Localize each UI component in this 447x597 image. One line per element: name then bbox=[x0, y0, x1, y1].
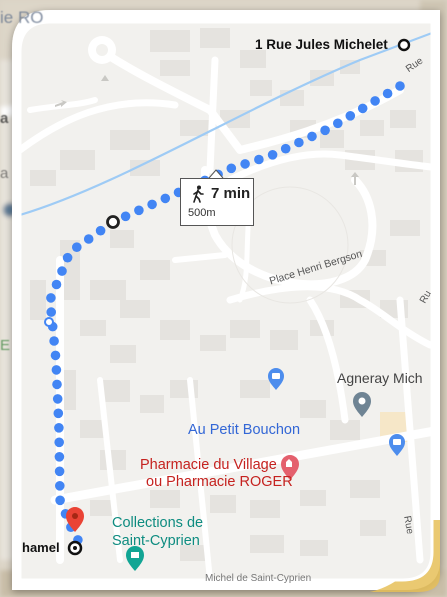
route-dot bbox=[72, 242, 82, 252]
route-dot bbox=[134, 205, 144, 216]
route-dot bbox=[49, 336, 59, 346]
map-inner-rim bbox=[18, 20, 434, 582]
place-label-pharmacie-line2[interactable]: ou Pharmacie ROGER bbox=[146, 474, 293, 490]
origin-label: 1 Rue Jules Michelet bbox=[255, 37, 388, 52]
route-dot bbox=[345, 111, 356, 121]
destination-label: hamel bbox=[22, 540, 60, 555]
route-dot bbox=[226, 163, 237, 174]
route-dot bbox=[50, 350, 61, 361]
route-dot bbox=[46, 307, 56, 317]
route-dot bbox=[46, 293, 56, 303]
route-distance: 500m bbox=[188, 207, 216, 219]
route-time-callout[interactable]: 7 min 500m bbox=[180, 178, 254, 226]
route-dot bbox=[382, 88, 393, 99]
route-dot bbox=[57, 266, 67, 276]
route-node-marker bbox=[44, 317, 54, 327]
roundabout-center bbox=[96, 44, 108, 56]
route-dot bbox=[294, 137, 304, 148]
route-dot bbox=[160, 193, 171, 204]
route-dot bbox=[55, 481, 65, 491]
background-ghost-text: a bbox=[0, 165, 9, 182]
place-circle bbox=[231, 186, 349, 304]
place-label-collections-line2[interactable]: Saint-Cyprien bbox=[112, 533, 200, 549]
route-dot bbox=[51, 279, 62, 290]
shopping-bag-icon bbox=[389, 434, 405, 456]
pharmacy-icon bbox=[281, 455, 299, 480]
route-dot bbox=[240, 159, 250, 169]
location-marker-icon bbox=[353, 392, 371, 417]
route-dot bbox=[95, 225, 106, 236]
place-label-au-petit-bouchon[interactable]: Au Petit Bouchon bbox=[188, 422, 301, 438]
route-dot bbox=[280, 143, 291, 154]
route-dot bbox=[333, 118, 343, 129]
route-dot bbox=[120, 211, 131, 222]
one-way-arrows bbox=[55, 75, 359, 185]
place-label-agneray[interactable]: Agneray Mich bbox=[337, 370, 423, 386]
destination-pin-icon bbox=[66, 507, 84, 556]
route-dot bbox=[320, 125, 330, 136]
place-label-pharmacie-line1[interactable]: Pharmacie du Village bbox=[140, 457, 277, 473]
route-dot bbox=[51, 365, 62, 375]
route-dot bbox=[83, 234, 94, 244]
street-label: Michel de Saint-Cyprien bbox=[205, 573, 312, 584]
museum-icon bbox=[126, 546, 144, 571]
route-dot bbox=[54, 437, 64, 448]
route-dot bbox=[54, 452, 65, 462]
canal bbox=[20, 28, 432, 217]
roads bbox=[20, 36, 432, 580]
route-dot bbox=[54, 466, 65, 477]
route-dot bbox=[52, 394, 63, 404]
background-ghost-text: ie RO bbox=[0, 8, 44, 27]
route-dot bbox=[370, 96, 380, 106]
route-dot bbox=[55, 495, 65, 506]
route-dot bbox=[307, 131, 317, 142]
route-callout-pointer bbox=[208, 169, 224, 179]
route-dots bbox=[46, 81, 405, 545]
route-dot bbox=[53, 408, 64, 419]
route-duration: 7 min bbox=[211, 185, 251, 202]
route-dot bbox=[395, 81, 405, 91]
shopping-bag-icon bbox=[268, 368, 284, 390]
background-ghost-text: a bbox=[0, 110, 9, 127]
origin-marker-icon bbox=[397, 38, 411, 52]
route-dot bbox=[147, 199, 157, 210]
background-ghost-text: E bbox=[0, 337, 11, 354]
route-dot bbox=[62, 252, 73, 263]
route-dot bbox=[357, 103, 368, 114]
route-dot bbox=[267, 150, 278, 160]
place-label-collections-line1[interactable]: Collections de bbox=[112, 515, 204, 531]
route-dot bbox=[54, 423, 64, 433]
waypoint-marker bbox=[106, 215, 120, 229]
route-dot bbox=[52, 379, 62, 390]
route-dot bbox=[254, 154, 264, 165]
walking-person-icon bbox=[193, 185, 204, 203]
